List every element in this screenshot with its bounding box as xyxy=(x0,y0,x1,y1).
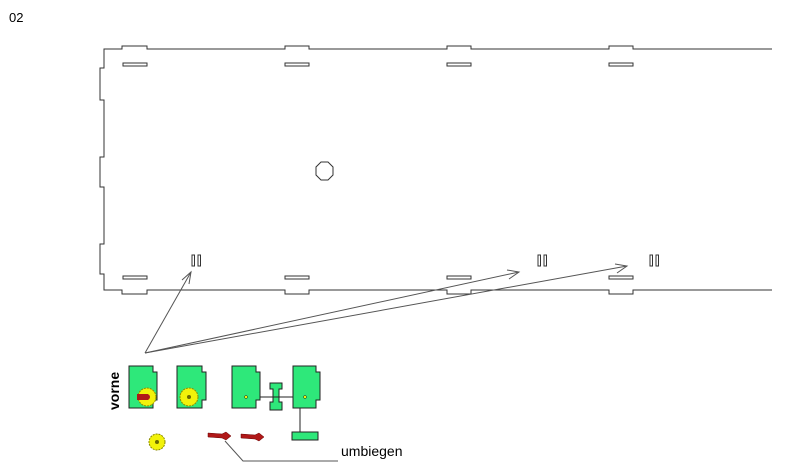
slot xyxy=(284,62,310,67)
bottom-slots xyxy=(122,275,634,280)
double-slot-middle xyxy=(537,254,541,267)
base-plate xyxy=(99,45,772,295)
part-axle-pin-1 xyxy=(207,431,232,441)
double-slot-right xyxy=(649,254,653,267)
gear-hub xyxy=(187,395,191,399)
red-pin-icon xyxy=(207,431,232,441)
slot xyxy=(284,275,310,280)
double-slot-right xyxy=(655,254,659,267)
red-axle xyxy=(137,394,148,400)
part-loose-gear xyxy=(148,433,166,451)
arrow-head xyxy=(181,270,192,285)
green-strip xyxy=(291,431,319,441)
double-slot-left xyxy=(197,254,201,267)
slot xyxy=(122,275,148,280)
arrow-line xyxy=(144,271,520,354)
base-plate-outline xyxy=(99,45,772,295)
part-plate-with-gear xyxy=(176,365,207,409)
part-connector xyxy=(260,382,293,411)
gear-hub xyxy=(155,440,159,444)
part-side-plate-left xyxy=(231,365,261,409)
green-plate xyxy=(231,365,261,409)
red-pin-icon xyxy=(240,432,265,442)
center-hole xyxy=(315,161,334,181)
slot xyxy=(446,275,472,280)
slot xyxy=(608,275,634,280)
arrow-head xyxy=(506,269,521,280)
arrow-line xyxy=(144,271,192,354)
slot xyxy=(446,62,472,67)
part-axle-pin-2 xyxy=(240,432,265,442)
front-label: vorne xyxy=(106,371,122,410)
slot xyxy=(608,62,634,67)
double-slot-left xyxy=(191,254,195,267)
part-front-plate-with-gear xyxy=(128,365,158,409)
double-slots xyxy=(191,254,659,267)
part-side-plate-right xyxy=(292,365,321,409)
arrow-line xyxy=(144,265,628,354)
page-number: 02 xyxy=(9,10,24,25)
axle-hole xyxy=(244,395,248,399)
double-slot-middle xyxy=(543,254,547,267)
arrow-head xyxy=(614,263,629,274)
axle-hole xyxy=(303,395,307,399)
top-slots xyxy=(122,62,634,67)
green-plate xyxy=(292,365,321,409)
part-bent-strip xyxy=(291,408,319,441)
slot xyxy=(122,62,148,67)
bend-label: umbiegen xyxy=(341,443,403,459)
arrows xyxy=(144,263,629,462)
bend-pointer-line xyxy=(224,440,338,462)
